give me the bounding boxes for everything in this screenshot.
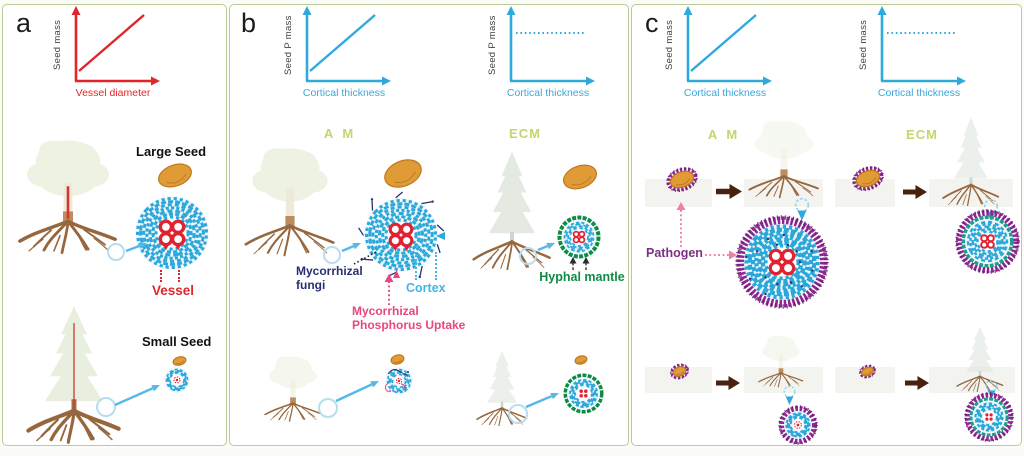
root-cross-section-small xyxy=(162,365,192,395)
mycorrhizal-fungi-label: Mycorrhizal fungi xyxy=(296,264,363,293)
x-axis-label: Cortical thickness xyxy=(506,87,590,99)
hyphal-mantle-leader-arrow xyxy=(581,255,591,271)
vessel-leader-line xyxy=(160,270,162,282)
pathogen-leader-arrow xyxy=(675,200,687,248)
zoom-drop-arrow-icon xyxy=(792,197,812,223)
magnifier-circle-icon xyxy=(322,245,342,265)
x-axis-label: Cortical thickness xyxy=(877,87,961,99)
am-faint-small-tree-illustration xyxy=(758,334,804,394)
zoom-arrow-icon xyxy=(113,382,163,408)
panel-a-label: a xyxy=(16,8,32,38)
pathogen-coated-seed-icon xyxy=(849,164,887,193)
cortex-leader-line xyxy=(435,252,437,280)
am-small-seed-icon xyxy=(388,352,407,367)
zoom-arrow-icon xyxy=(124,240,150,254)
chart-axes xyxy=(874,6,966,88)
am-heading: A M xyxy=(707,127,741,142)
ecm-infected-root-cross-section xyxy=(952,206,1023,277)
pathogen-coated-seed-icon xyxy=(856,362,879,381)
zoom-drop-arrow-icon xyxy=(781,385,798,408)
ecm-faint-tree-illustration xyxy=(942,116,1000,207)
pathogen-label: Pathogen xyxy=(646,246,703,260)
magnifier-circle-icon xyxy=(507,403,529,425)
hyphal-mantle-leader-arrow xyxy=(568,255,578,271)
pathogen-leader-arrow xyxy=(704,249,738,261)
am-root-cross-section xyxy=(353,187,449,283)
ecm-small-seed-icon xyxy=(572,353,590,367)
magnifier-circle-icon xyxy=(106,242,126,262)
zoom-arrow-icon xyxy=(536,240,558,253)
soil-strip xyxy=(744,367,823,393)
am-heading: A M xyxy=(323,126,357,141)
am-small-tree-illustration xyxy=(264,354,322,430)
chart-axes xyxy=(299,6,391,88)
am-seedP-chart: Seed P mass Cortical thickness xyxy=(283,6,403,106)
magnifier-circle-icon xyxy=(518,246,538,266)
x-axis-label: Vessel diameter xyxy=(75,87,151,99)
large-seed-label: Large Seed xyxy=(136,144,207,159)
y-axis-label: Seed mass xyxy=(664,19,675,71)
step-arrow-icon xyxy=(716,376,740,390)
am-seed-icon xyxy=(381,158,425,189)
magnifier-circle-icon xyxy=(317,397,339,419)
zoom-arrow-icon xyxy=(340,240,364,254)
ecm-small-root-cross-section xyxy=(561,371,606,416)
ecm-seedmass-chart: Seed mass Cortical thickness xyxy=(858,6,978,106)
am-infected-root-cross-section xyxy=(732,212,832,312)
ecm-small-infected-cross-section xyxy=(961,389,1017,445)
chart-axes xyxy=(68,6,160,88)
x-axis-label: Cortical thickness xyxy=(302,87,386,99)
ecm-heading: ECM xyxy=(906,127,938,142)
ecm-root-cross-section xyxy=(555,213,603,261)
phosphorus-leader-arrow xyxy=(383,272,395,306)
hyphal-mantle-label: Hyphal mantle xyxy=(539,270,625,284)
vessel-leader-line xyxy=(178,270,180,282)
zoom-arrow-icon xyxy=(524,390,562,410)
ecm-seedP-chart: Seed P mass Cortical thickness xyxy=(487,6,607,106)
am-small-infected-cross-section xyxy=(775,402,821,448)
large-seed-icon xyxy=(155,162,195,189)
magnifier-circle-icon xyxy=(95,396,117,418)
x-axis-label: Cortical thickness xyxy=(683,87,767,99)
y-axis-label: Seed mass xyxy=(858,19,869,71)
root-cross-section-large xyxy=(133,194,211,272)
small-conifer-tree-illustration xyxy=(24,304,124,444)
pathogen-coated-seed-icon xyxy=(667,361,692,382)
cortex-label: Cortex xyxy=(406,281,446,295)
pathogen-coated-seed-icon xyxy=(663,165,701,194)
step-arrow-icon xyxy=(905,376,929,390)
phosphorus-uptake-label: Mycorrhizal Phosphorus Uptake xyxy=(352,304,466,333)
ecm-heading: ECM xyxy=(509,126,541,141)
zoom-arrow-icon xyxy=(334,378,382,404)
am-seedmass-chart: Seed mass Cortical thickness xyxy=(664,6,784,106)
ecm-small-tree-illustration xyxy=(476,350,528,427)
am-broadleaf-tree-illustration xyxy=(244,144,336,270)
y-axis-label: Seed P mass xyxy=(487,15,498,75)
y-axis-label: Seed P mass xyxy=(283,15,294,75)
am-small-root-cross-section xyxy=(379,361,419,401)
chart-axes xyxy=(680,6,772,88)
chart-axes xyxy=(503,6,595,88)
y-axis-label: Seed mass xyxy=(52,19,63,71)
vessel-label: Vessel xyxy=(151,283,195,298)
large-broadleaf-tree-illustration xyxy=(18,136,118,268)
small-seed-label: Small Seed xyxy=(142,334,212,349)
ecm-conifer-tree-illustration xyxy=(472,150,552,271)
seedmass-vessel-chart: Seed mass Vessel diameter xyxy=(52,6,172,106)
ecm-seed-icon xyxy=(560,163,600,191)
panel-b-label: b xyxy=(241,8,257,38)
fungi-leader-line xyxy=(352,250,378,266)
cortex-leader-line xyxy=(415,252,417,280)
panel-c-label: c xyxy=(645,8,659,38)
step-arrow-icon xyxy=(903,185,927,199)
step-arrow-icon xyxy=(716,184,742,199)
ecm-faint-small-tree-illustration xyxy=(956,326,1004,393)
am-faint-tree-illustration xyxy=(748,118,820,208)
small-seed-icon xyxy=(170,354,189,368)
